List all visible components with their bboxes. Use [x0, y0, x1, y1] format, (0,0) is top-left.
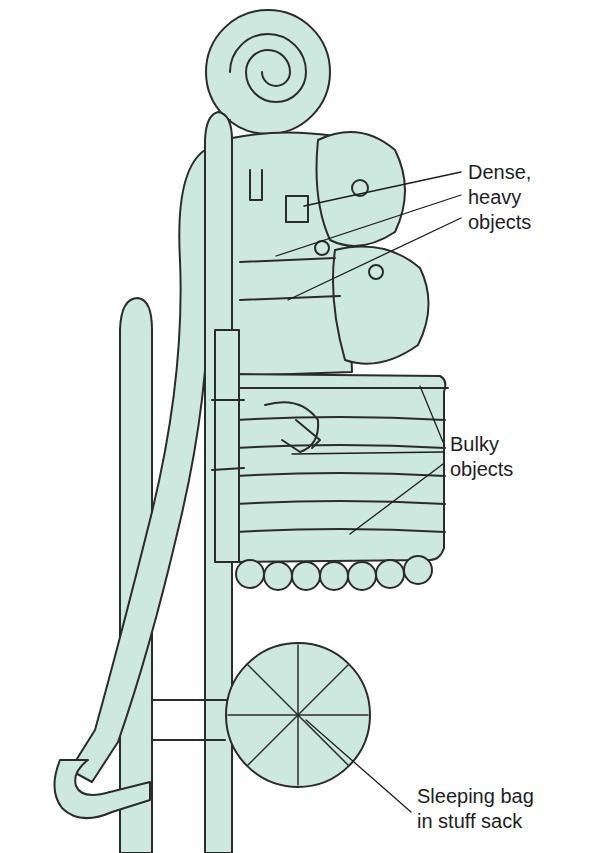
sleeping-bag	[226, 643, 370, 787]
pocket-button	[369, 265, 383, 279]
dense-object	[286, 196, 308, 222]
bulky-object-lines	[236, 417, 445, 532]
pad-spiral	[230, 34, 306, 102]
part-label: Sleeping bag in stuff sack	[415, 784, 547, 834]
side-pocket	[317, 132, 406, 246]
shoulder-strap	[70, 150, 222, 782]
stuff-sack-folds	[228, 645, 368, 785]
part-label: Dense, heavy objects	[466, 160, 552, 235]
pack-lid	[232, 387, 448, 389]
side-pocket	[333, 247, 429, 364]
dense-object	[240, 258, 340, 300]
pack-lower	[232, 374, 445, 562]
bulky-object	[296, 420, 320, 448]
lash-strap	[152, 700, 230, 740]
bulky-object	[265, 402, 318, 452]
strap-buckle	[212, 400, 244, 470]
bottom-ties	[236, 556, 432, 590]
side-strap	[215, 330, 239, 562]
hip-belt	[54, 760, 150, 818]
part-label: Bulky objects	[448, 432, 552, 482]
leader-lines	[276, 172, 461, 812]
dense-object	[250, 170, 262, 200]
